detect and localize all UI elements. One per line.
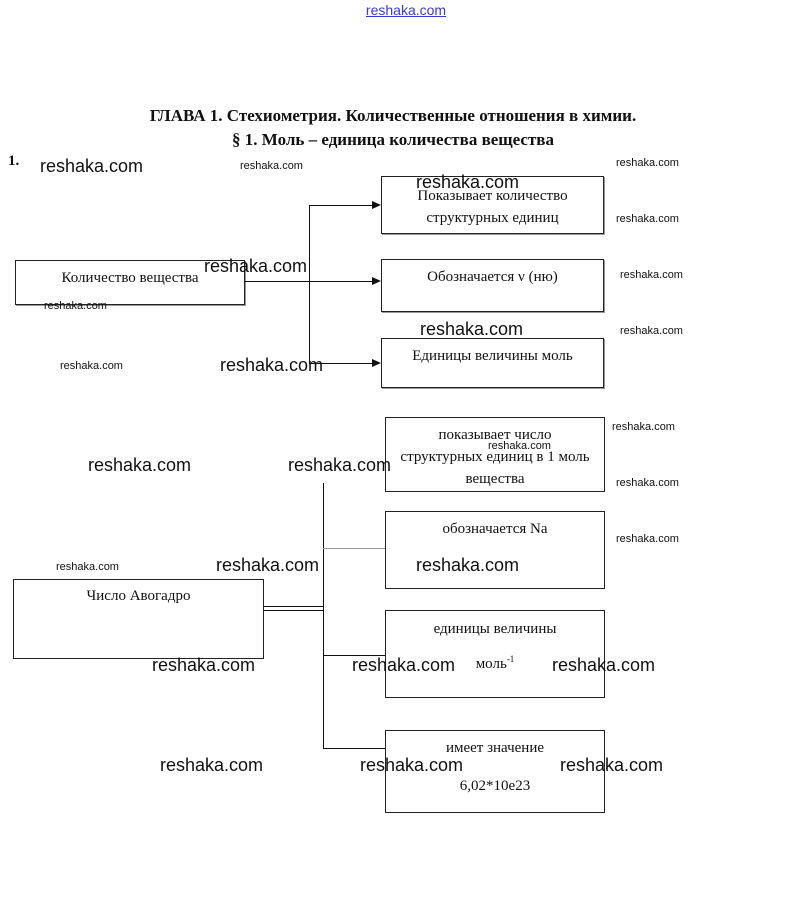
arrow-icon xyxy=(372,359,381,367)
watermark: reshaka.com xyxy=(420,319,524,339)
box-amount-of-substance: Количество вещества xyxy=(15,260,245,305)
box-shows-number-per-mole: показывает число структурных единиц в 1 … xyxy=(385,417,605,492)
box-avogadro-number: Число Авогадро xyxy=(13,579,264,659)
watermark: reshaka.com xyxy=(560,755,664,775)
box-label: Количество вещества xyxy=(61,270,199,286)
watermark: reshaka.com xyxy=(56,561,119,573)
connector-line xyxy=(323,483,324,749)
watermark: reshaka.com xyxy=(152,655,256,675)
watermark: reshaka.com xyxy=(44,300,107,312)
watermark: reshaka.com xyxy=(616,477,679,489)
header-link[interactable]: reshaka.com xyxy=(365,2,447,18)
connector-line xyxy=(323,548,385,549)
chapter-title: ГЛАВА 1. Стехиометрия. Количественные от… xyxy=(149,106,637,125)
watermark: reshaka.com xyxy=(620,325,683,337)
arrow-icon xyxy=(372,277,381,285)
box-label: имеет значение xyxy=(445,740,545,756)
value-label: 6,02*10е23 xyxy=(459,778,531,794)
box-label: Обозначается ν (ню) xyxy=(427,269,558,285)
watermark: reshaka.com xyxy=(40,156,144,176)
watermark: reshaka.com xyxy=(88,455,192,475)
unit-text: моль xyxy=(475,656,507,672)
box-label: обозначается Na xyxy=(442,521,548,537)
box-denoted-na: обозначается Na xyxy=(385,511,605,589)
watermark: reshaka.com xyxy=(204,256,308,276)
watermark: reshaka.com xyxy=(216,555,320,575)
box-unit-mole: Единицы величины моль xyxy=(381,338,604,388)
watermark: reshaka.com xyxy=(612,421,675,433)
watermark: reshaka.com xyxy=(360,755,464,775)
watermark: reshaka.com xyxy=(616,533,679,545)
watermark: reshaka.com xyxy=(60,360,123,372)
box-label: Показывает количество структурных единиц xyxy=(417,188,568,226)
connector-line xyxy=(323,748,385,749)
connector-line xyxy=(264,610,323,611)
box-shows-quantity: Показывает количество структурных единиц xyxy=(381,176,604,234)
watermark: reshaka.com xyxy=(416,555,520,575)
section-title: § 1. Моль – единица количества вещества xyxy=(232,130,554,149)
unit-exponent: -1 xyxy=(506,654,515,664)
box-label: единицы величины xyxy=(433,621,557,637)
watermark: reshaka.com xyxy=(352,655,456,675)
box-label: Число Авогадро xyxy=(86,588,191,604)
watermark: reshaka.com xyxy=(160,755,264,775)
watermark: reshaka.com xyxy=(616,157,679,169)
connector-line xyxy=(309,205,310,363)
box-units: единицы величины моль-1 xyxy=(385,610,605,698)
watermark: reshaka.com xyxy=(488,440,551,452)
watermark: reshaka.com xyxy=(620,269,683,281)
watermark: reshaka.com xyxy=(220,355,324,375)
watermark: reshaka.com xyxy=(616,213,679,225)
connector-line xyxy=(309,363,373,364)
watermark: reshaka.com xyxy=(552,655,656,675)
item-number: 1. xyxy=(8,153,20,169)
unit-label: моль-1 xyxy=(386,648,604,675)
connector-line xyxy=(309,205,373,206)
watermark: reshaka.com xyxy=(240,160,303,172)
box-denoted-nu: Обозначается ν (ню) xyxy=(381,259,604,312)
connector-line xyxy=(323,655,385,656)
box-label: Единицы величины моль xyxy=(412,348,573,364)
box-value: имеет значение 6,02*10е23 xyxy=(385,730,605,813)
connector-line xyxy=(264,606,323,607)
arrow-icon xyxy=(372,201,381,209)
watermark: reshaka.com xyxy=(288,455,392,475)
box-label: показывает число структурных единиц в 1 … xyxy=(400,427,590,487)
watermark: reshaka.com xyxy=(416,172,520,192)
